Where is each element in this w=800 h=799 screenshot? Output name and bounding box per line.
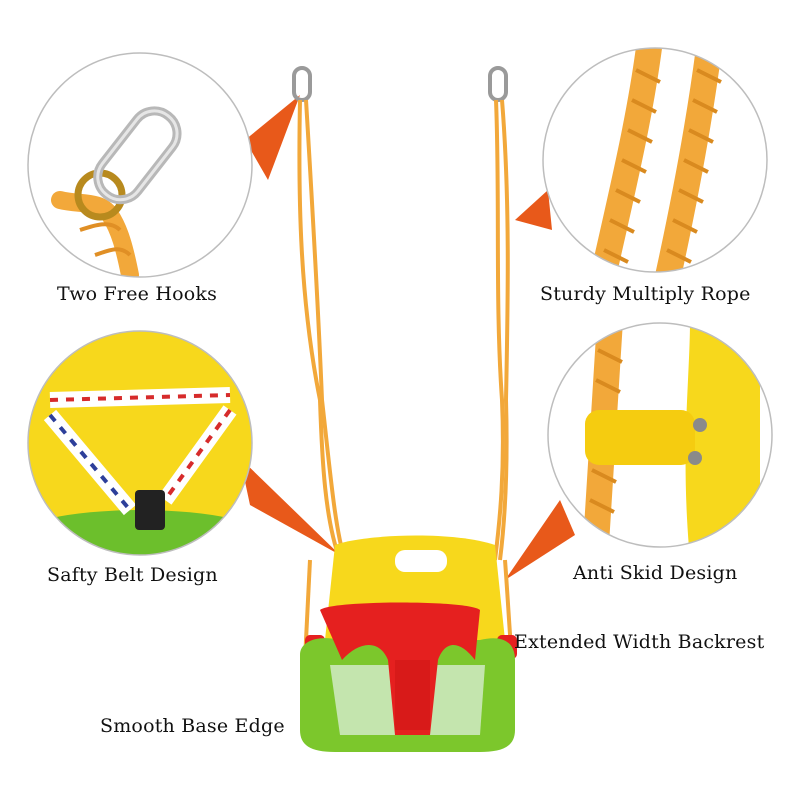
hooks-detail-circle bbox=[27, 52, 253, 278]
pointer-rope bbox=[515, 190, 552, 230]
pointer-skid bbox=[505, 500, 575, 580]
label-sturdy-rope: Sturdy Multiply Rope bbox=[540, 283, 751, 305]
skid-detail-circle bbox=[547, 322, 773, 548]
left-hook-icon bbox=[292, 66, 312, 102]
right-hook-icon bbox=[488, 66, 508, 102]
label-extended-backrest: Extended Width Backrest bbox=[514, 631, 765, 653]
pointer-hooks bbox=[245, 95, 300, 180]
swing-product bbox=[292, 66, 517, 752]
rope-detail-circle bbox=[542, 47, 768, 273]
label-smooth-base-edge: Smooth Base Edge bbox=[100, 715, 285, 737]
label-anti-skid: Anti Skid Design bbox=[573, 562, 738, 584]
belt-detail-circle bbox=[27, 330, 253, 556]
label-two-free-hooks: Two Free Hooks bbox=[57, 283, 218, 305]
label-safety-belt: Safty Belt Design bbox=[47, 564, 218, 586]
pointer-belt bbox=[240, 458, 340, 555]
